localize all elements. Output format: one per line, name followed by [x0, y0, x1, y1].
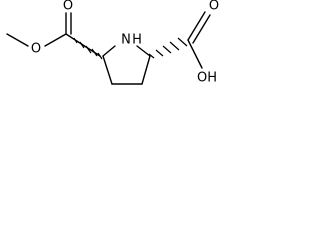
- ring-bond-c4-c5: [102, 55, 113, 85]
- label-carbonyl-oxygen-right: O: [209, 0, 219, 14]
- ring-bond-n-c2: [136, 45, 151, 57]
- right-carbonyl-double-bond-a: [187, 11, 206, 41]
- ring-bond-c2-c3: [141, 55, 151, 85]
- structure-diagram: O O N H O OH: [6, 0, 219, 86]
- label-nitrogen: N: [121, 33, 131, 48]
- methyl-bond: [6, 33, 29, 47]
- label-hydroxyl: OH: [197, 71, 217, 86]
- ring-bond-c5-n: [102, 45, 116, 57]
- carboxyl-hydroxyl-bond: [187, 39, 203, 69]
- label-ester-oxygen: O: [31, 42, 41, 57]
- label-nitrogen-hydrogen: H: [132, 33, 142, 48]
- label-carbonyl-oxygen-left: O: [63, 0, 73, 14]
- ester-oxygen-bond: [44, 33, 67, 47]
- stereo-hash-right: [148, 37, 188, 59]
- right-carbonyl-double-bond-b: [192, 14, 211, 44]
- chemical-structure-canvas: O O N H O OH: [0, 0, 252, 122]
- stereo-hash-left: [73, 37, 103, 60]
